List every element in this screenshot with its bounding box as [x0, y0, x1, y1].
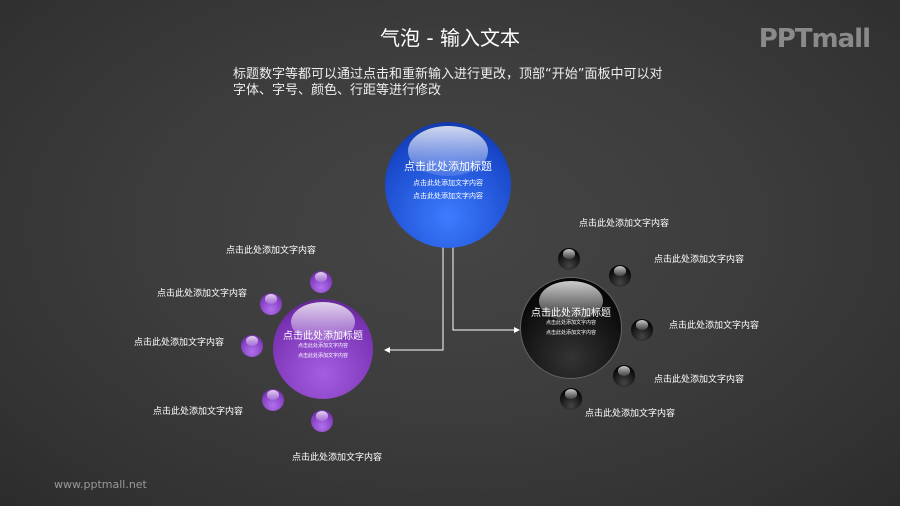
small-purple-bubble: [262, 389, 284, 411]
bubble-bullet[interactable]: 点击此处添加文字内容: [297, 353, 348, 359]
right-label[interactable]: 点击此处添加文字内容: [654, 375, 745, 385]
bubble-highlight: [245, 336, 259, 346]
logo: PPTmall: [758, 24, 871, 54]
bubble-highlight: [266, 390, 280, 400]
bubble-highlight: [407, 125, 489, 177]
bubble-highlight: [635, 320, 649, 330]
page-title[interactable]: 气泡 - 输入文本: [380, 26, 520, 50]
left-label[interactable]: 点击此处添加文字内容: [292, 453, 383, 463]
connector-right: [452, 246, 520, 333]
bubble-right[interactable]: 点击此处添加标题 点击此处添加文字内容点击此处添加文字内容: [521, 278, 621, 378]
bubble-bullet[interactable]: 点击此处添加文字内容: [545, 330, 596, 336]
small-purple-bubble: [310, 271, 332, 293]
left-label[interactable]: 点击此处添加文字内容: [157, 289, 248, 299]
footer-url: www.pptmall.net: [54, 478, 147, 491]
bubble-title[interactable]: 点击此处添加标题: [531, 308, 611, 319]
left-label[interactable]: 点击此处添加文字内容: [153, 407, 244, 417]
bubble-highlight: [291, 302, 355, 342]
bubble-highlight: [617, 366, 631, 376]
small-black-bubble: [558, 248, 580, 270]
bubble-highlight: [264, 294, 278, 304]
bubble-title[interactable]: 点击此处添加标题: [404, 160, 492, 173]
bubble-bullet[interactable]: 点击此处添加文字内容: [413, 192, 483, 200]
connector-left: [384, 246, 444, 353]
small-black-bubble: [613, 365, 635, 387]
small-black-bubble: [631, 319, 653, 341]
bubble-highlight: [564, 389, 578, 399]
right-label[interactable]: 点击此处添加文字内容: [579, 219, 670, 229]
right-label[interactable]: 点击此处添加文字内容: [669, 321, 760, 331]
bubble-left[interactable]: 点击此处添加标题 点击此处添加文字内容点击此处添加文字内容: [273, 299, 373, 399]
bubble-title[interactable]: 点击此处添加标题: [283, 331, 363, 342]
bubble-bullet[interactable]: 点击此处添加文字内容: [413, 179, 483, 187]
small-purple-bubble: [260, 293, 282, 315]
bubble-highlight: [613, 266, 627, 276]
right-label[interactable]: 点击此处添加文字内容: [585, 409, 676, 419]
small-black-bubble: [609, 265, 631, 287]
left-label[interactable]: 点击此处添加文字内容: [226, 246, 317, 256]
small-purple-bubble: [311, 410, 333, 432]
description[interactable]: 标题数字等都可以通过点击和重新输入进行更改，顶部“开始”面板中可以对字体、字号、…: [233, 67, 663, 98]
bubble-bullet[interactable]: 点击此处添加文字内容: [545, 320, 596, 326]
bubble-highlight: [539, 281, 603, 321]
small-purple-bubble: [241, 335, 263, 357]
right-label[interactable]: 点击此处添加文字内容: [654, 255, 745, 265]
bubble-highlight: [562, 249, 576, 259]
bubble-highlight: [315, 411, 329, 421]
small-black-bubble: [560, 388, 582, 410]
bubble-highlight: [314, 272, 328, 282]
bubble-bullet[interactable]: 点击此处添加文字内容: [297, 343, 348, 349]
left-label[interactable]: 点击此处添加文字内容: [134, 338, 225, 348]
bubble-top[interactable]: 点击此处添加标题 点击此处添加文字内容点击此处添加文字内容: [385, 122, 511, 248]
